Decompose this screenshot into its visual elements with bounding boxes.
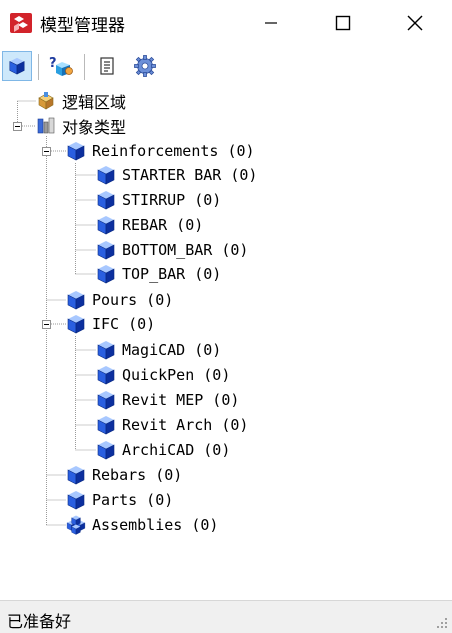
object-types-icon — [37, 117, 55, 134]
tree-node-label: STARTER BAR (0) — [122, 166, 258, 184]
tree-node-rebar[interactable]: REBAR (0) — [96, 213, 203, 237]
minimize-button[interactable] — [248, 0, 294, 46]
blue-cube-icon — [66, 141, 86, 161]
tree-node-archicad[interactable]: ArchiCAD (0) — [96, 438, 230, 462]
tree-node-label: QuickPen (0) — [122, 366, 231, 384]
collapse-ifc-toggle[interactable] — [42, 320, 51, 329]
tree-node-stirrup[interactable]: STIRRUP (0) — [96, 188, 221, 212]
tree-node-logical-area[interactable]: 逻辑区域 — [36, 89, 126, 113]
status-text: 已准备好 — [7, 612, 72, 631]
tree-node-quickpen[interactable]: QuickPen (0) — [96, 363, 230, 387]
toolbar: ? — [0, 48, 452, 86]
tree-node-label: Revit MEP (0) — [122, 391, 240, 409]
resize-grip-icon[interactable] — [436, 617, 448, 629]
toolbar-separator — [84, 54, 85, 80]
tree-node-label: REBAR (0) — [122, 216, 204, 234]
tree-node-pours[interactable]: Pours (0) — [66, 288, 173, 312]
blue-cube-icon — [66, 290, 86, 310]
collapse-reinforcements-toggle[interactable] — [42, 147, 51, 156]
logical-area-icon — [38, 92, 54, 110]
blue-cube-icon — [66, 490, 86, 510]
tree-node-revit-mep[interactable]: Revit MEP (0) — [96, 388, 239, 412]
blue-cube-icon — [96, 240, 116, 260]
tree-node-label: Parts (0) — [92, 491, 174, 509]
tree-node-label: MagiCAD (0) — [122, 341, 222, 359]
report-button[interactable] — [92, 51, 122, 81]
tree-node-assemblies[interactable]: Assemblies (0) — [66, 513, 218, 537]
model-organizer-app-icon — [10, 13, 32, 33]
tree-node-label: Rebars (0) — [92, 466, 183, 484]
tree-node-label: Assemblies (0) — [92, 516, 219, 534]
blue-cube-icon — [96, 165, 116, 185]
minimize-icon — [265, 22, 277, 24]
blue-cube-icon — [96, 340, 116, 360]
tree-node-label: 逻辑区域 — [62, 93, 127, 112]
blue-cube-icon — [96, 390, 116, 410]
model-tree[interactable]: 逻辑区域 对象类型 Reinforcements (0) STARTER BAR… — [0, 86, 452, 598]
tree-node-object-types[interactable]: 对象类型 — [36, 114, 126, 138]
blue-cube-icon — [66, 314, 86, 334]
tree-node-magicad[interactable]: MagiCAD (0) — [96, 338, 221, 362]
tree-node-label: TOP_BAR (0) — [122, 265, 222, 283]
query-objects-button[interactable]: ? — [46, 51, 76, 81]
tree-node-label: 对象类型 — [62, 118, 127, 137]
blue-cube-icon — [8, 57, 26, 75]
tree-node-top-bar[interactable]: TOP_BAR (0) — [96, 262, 221, 286]
window-title: 模型管理器 — [40, 16, 125, 36]
tree-node-parts[interactable]: Parts (0) — [66, 488, 173, 512]
collapse-object-types-toggle[interactable] — [13, 122, 22, 131]
maximize-icon — [335, 15, 351, 31]
select-object-type-button[interactable] — [2, 51, 32, 81]
tree-node-label: Revit Arch (0) — [122, 416, 249, 434]
tree-node-label: Reinforcements (0) — [92, 142, 255, 160]
blue-cube-icon — [96, 365, 116, 385]
tree-node-reinforcements[interactable]: Reinforcements (0) — [66, 139, 255, 163]
close-button[interactable] — [392, 0, 438, 46]
title-bar[interactable]: 模型管理器 — [0, 0, 452, 46]
blue-cube-icon — [96, 440, 116, 460]
toolbar-separator — [38, 54, 39, 80]
tree-node-label: BOTTOM_BAR (0) — [122, 241, 249, 259]
svg-text:?: ? — [49, 56, 57, 71]
assembly-cubes-icon — [66, 515, 86, 535]
blue-cube-icon — [96, 190, 116, 210]
list-document-icon — [100, 57, 114, 75]
tree-node-rebars[interactable]: Rebars (0) — [66, 463, 182, 487]
question-cube-icon: ? — [49, 56, 73, 76]
tree-node-bottom-bar[interactable]: BOTTOM_BAR (0) — [96, 238, 248, 262]
gear-icon — [134, 55, 156, 77]
settings-button[interactable] — [130, 51, 160, 81]
tree-node-starter-bar[interactable]: STARTER BAR (0) — [96, 163, 257, 187]
tree-node-label: IFC (0) — [92, 315, 156, 333]
maximize-button[interactable] — [320, 0, 366, 46]
blue-cube-icon — [66, 465, 86, 485]
close-icon — [407, 15, 423, 31]
blue-cube-icon — [96, 215, 116, 235]
tree-node-label: STIRRUP (0) — [122, 191, 222, 209]
tree-node-revit-arch[interactable]: Revit Arch (0) — [96, 413, 248, 437]
blue-cube-icon — [96, 415, 116, 435]
tree-node-ifc[interactable]: IFC (0) — [66, 312, 155, 336]
tree-node-label: Pours (0) — [92, 291, 174, 309]
status-bar: 已准备好 — [0, 600, 452, 633]
blue-cube-icon — [96, 264, 116, 284]
tree-connector-lines — [17, 100, 96, 526]
tree-node-label: ArchiCAD (0) — [122, 441, 231, 459]
